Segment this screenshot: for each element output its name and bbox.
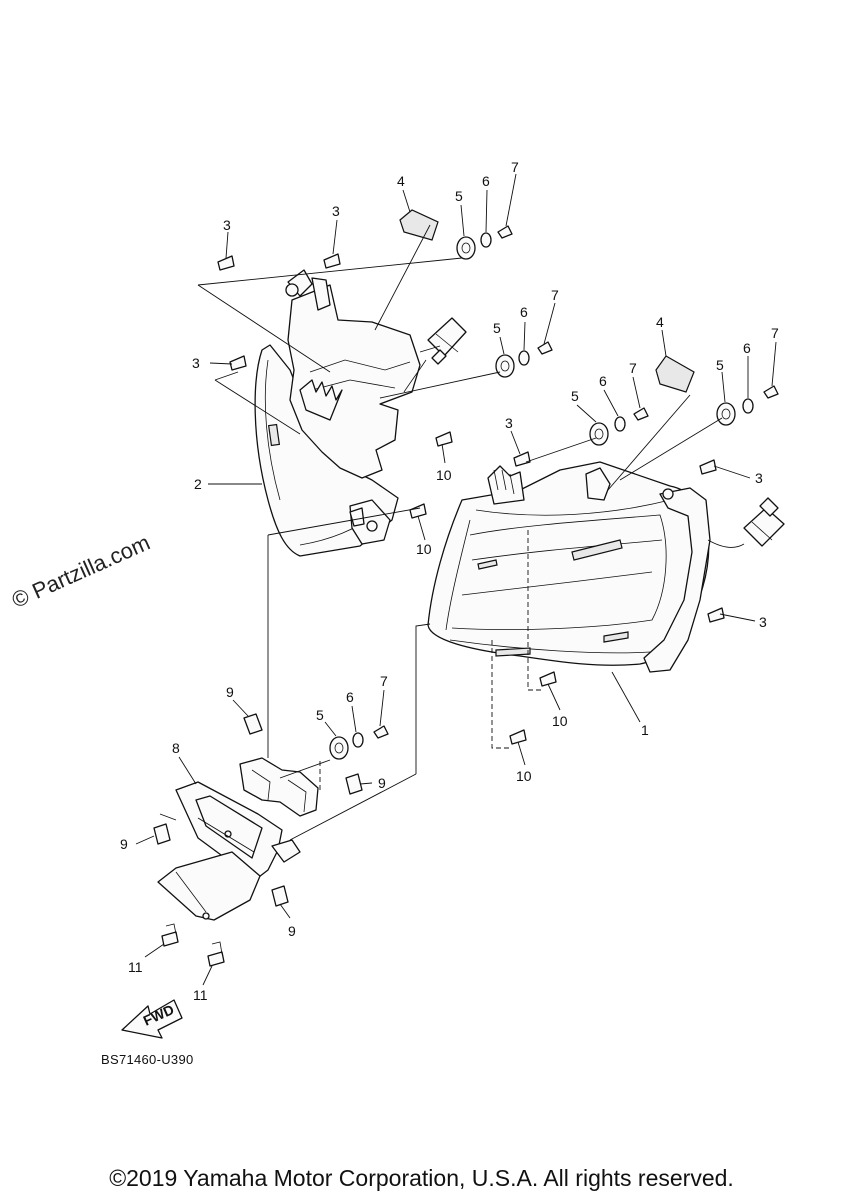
- callout-10-b: 10: [416, 541, 432, 557]
- callout-10-a: 10: [436, 467, 452, 483]
- pad-left[interactable]: [399, 209, 439, 241]
- callout-7-b: 7: [551, 287, 559, 303]
- right-headlight-assembly[interactable]: [427, 461, 785, 673]
- callout-6-a: 6: [482, 173, 490, 189]
- fwd-arrow-icon: FWD: [121, 999, 183, 1039]
- clip-nuts[interactable]: [153, 713, 363, 907]
- callout-6-c: 6: [599, 373, 607, 389]
- callout-10-c: 10: [552, 713, 568, 729]
- leader-lines: [135, 173, 777, 986]
- callout-6-d: 6: [743, 340, 751, 356]
- callout-8: 8: [172, 740, 180, 756]
- callout-2: 2: [194, 476, 202, 492]
- callout-5-a: 5: [455, 188, 463, 204]
- callout-3-a: 3: [223, 217, 231, 233]
- callout-numbers: 1 2 3 3 3 3 3 3 4 4 5 5 5 5 5 6 6 6 6 6 …: [120, 159, 779, 1003]
- callout-3-d: 3: [505, 415, 513, 431]
- callout-4-a: 4: [397, 173, 405, 189]
- callout-5-e: 5: [316, 707, 324, 723]
- callout-7-e: 7: [380, 673, 388, 689]
- screws[interactable]: [217, 225, 779, 745]
- callout-3-c: 3: [192, 355, 200, 371]
- callout-1: 1: [641, 722, 649, 738]
- callout-11-b: 11: [193, 987, 208, 1003]
- callout-9-c: 9: [120, 836, 128, 852]
- left-headlight-assembly[interactable]: [254, 269, 467, 557]
- callout-9-d: 9: [288, 923, 296, 939]
- callout-10-d: 10: [516, 768, 532, 784]
- callout-7-c: 7: [629, 360, 637, 376]
- callout-5-b: 5: [493, 320, 501, 336]
- pad-right[interactable]: [655, 355, 695, 393]
- lower-cover[interactable]: [157, 757, 319, 921]
- callout-3-e: 3: [755, 470, 763, 486]
- callout-5-d: 5: [716, 357, 724, 373]
- callout-6-e: 6: [346, 689, 354, 705]
- callout-5-c: 5: [571, 388, 579, 404]
- drawing-code: BS71460-U390: [101, 1052, 194, 1067]
- callout-4-b: 4: [656, 314, 664, 330]
- callout-9-b: 9: [378, 775, 386, 791]
- callout-9-a: 9: [226, 684, 234, 700]
- callout-7-a: 7: [511, 159, 519, 175]
- copyright-notice: ©2019 Yamaha Motor Corporation, U.S.A. A…: [109, 1165, 734, 1191]
- callout-7-d: 7: [771, 325, 779, 341]
- callout-3-b: 3: [332, 203, 340, 219]
- push-rivets[interactable]: [161, 923, 225, 967]
- callout-6-b: 6: [520, 304, 528, 320]
- callout-3-f: 3: [759, 614, 767, 630]
- grommets[interactable]: [329, 236, 736, 760]
- washers[interactable]: [352, 232, 754, 748]
- callout-11-a: 11: [128, 959, 143, 975]
